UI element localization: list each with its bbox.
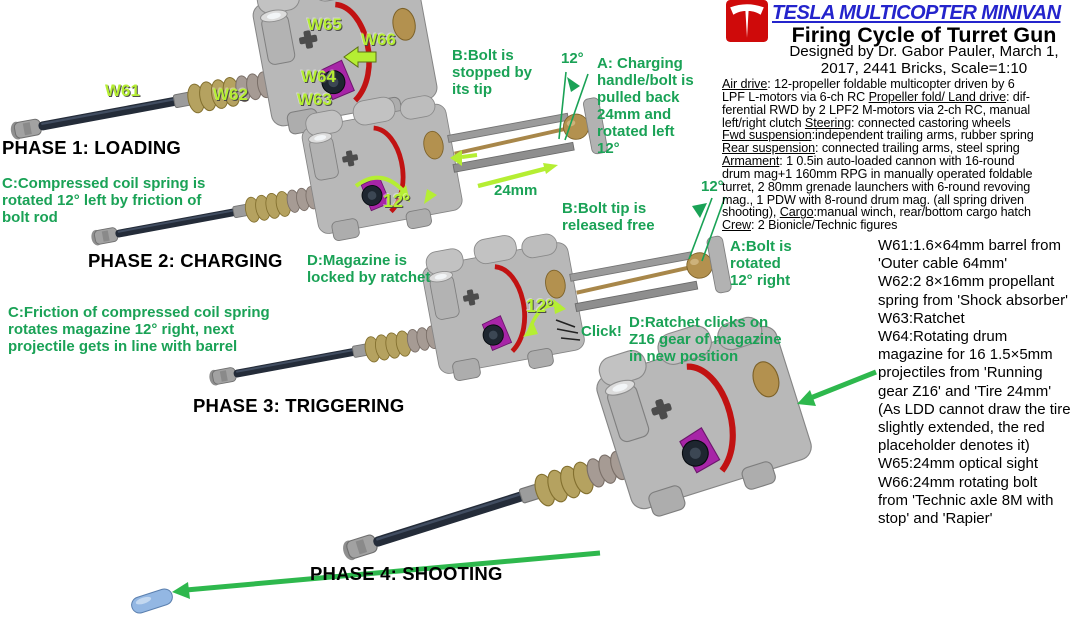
pullback-24mm-arrow-icon xyxy=(450,150,558,189)
annotation-12deg-mag2: 12° xyxy=(383,191,411,211)
part-label-w61: W61 xyxy=(105,81,140,100)
mag-rotation-arrow2-icon xyxy=(523,299,566,337)
part-label-w65: W65 xyxy=(307,15,342,34)
designed-by: Designed by Dr. Gabor Pauler, March 1, 2… xyxy=(789,43,1059,77)
page-title: Firing Cycle of Turret Gun xyxy=(791,23,1057,47)
annotation-ratchet-clicks: D:Ratchet clicks on Z16 gear of magazine… xyxy=(629,314,782,365)
annotation-bolt-released: B:Bolt tip is released free xyxy=(562,200,655,234)
click-dashes-icon xyxy=(555,319,581,341)
legend-pointer-arrow-icon xyxy=(797,369,877,406)
phase-2-label: PHASE 2: CHARGING xyxy=(88,250,283,271)
part-label-w66: W66 xyxy=(361,30,396,49)
w66-arrow-icon xyxy=(343,46,377,68)
parts-legend: W61:1.6×64mm barrel from 'Outer cable 64… xyxy=(878,237,1071,528)
mag-rotation-arrow-icon xyxy=(354,175,437,204)
brand-title: TESLA MULTICOPTER MINIVAN xyxy=(772,1,1061,24)
angle-12-bolt-icon xyxy=(688,196,726,262)
annotation-click: Click! xyxy=(581,323,622,340)
part-label-w62: W62 xyxy=(213,85,248,104)
annotation-spring-rotated: C:Compressed coil spring is rotated 12° … xyxy=(2,175,206,226)
annotation-12deg-handle: 12° xyxy=(561,50,584,67)
angle-12-handle-icon xyxy=(558,71,589,141)
phase-1-label: PHASE 1: LOADING xyxy=(2,137,181,158)
annotation-12deg-bolt: 12° xyxy=(701,178,724,195)
part-label-w63: W63 xyxy=(297,90,332,109)
phase-4-label: PHASE 4: SHOOTING xyxy=(310,563,503,584)
annotation-mag-locked: D:Magazine is locked by ratchet xyxy=(307,252,431,286)
tesla-logo-icon xyxy=(726,0,768,42)
annotation-12deg-mag3: 12° xyxy=(526,296,554,316)
annotation-spring-friction: C:Friction of compressed coil spring rot… xyxy=(8,304,270,355)
shoot-arrow-icon xyxy=(172,550,601,599)
phase-3-label: PHASE 3: TRIGGERING xyxy=(193,395,405,416)
annotation-bolt-stopped: B:Bolt is stopped by its tip xyxy=(452,47,533,98)
projectile xyxy=(131,588,173,614)
specs-text: Air drive: 12-propeller foldable multico… xyxy=(722,77,1034,233)
annotation-24mm: 24mm xyxy=(494,182,538,199)
annotation-charging: A: Charging handle/bolt is pulled back 2… xyxy=(597,55,694,157)
part-label-w64: W64 xyxy=(301,67,336,86)
annotation-bolt-rotated: A:Bolt is rotated 12° right xyxy=(730,238,792,289)
